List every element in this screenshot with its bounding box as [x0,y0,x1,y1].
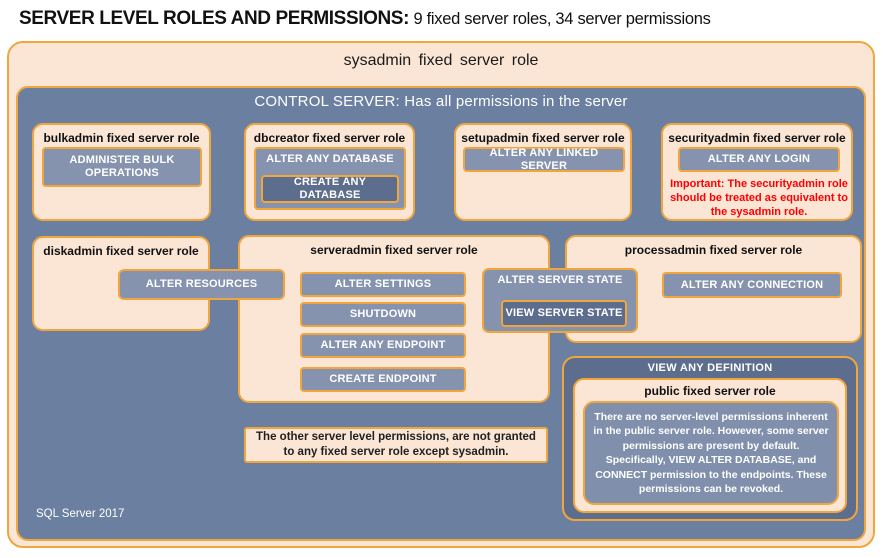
perm-alter-any-database-label: ALTER ANY DATABASE [266,153,394,165]
perm-administer-bulk-operations: ADMINISTER BULK OPERATIONS [42,147,202,187]
processadmin-role-title: processadmin fixed server role [624,243,803,257]
perm-alter-any-linked-server: ALTER ANY LINKED SERVER [463,147,625,172]
dbcreator-role-box: dbcreator fixed server role ALTER ANY DA… [244,123,415,221]
control-server-box: CONTROL SERVER: Has all permissions in t… [16,86,866,541]
page-title: SERVER LEVEL ROLES AND PERMISSIONS: 9 fi… [19,8,869,30]
view-any-definition-box: VIEW ANY DEFINITION public fixed server … [562,356,858,521]
perm-alter-server-state-label: ALTER SERVER STATE [497,274,623,286]
setupadmin-role-box: setupadmin fixed server role ALTER ANY L… [454,123,632,221]
securityadmin-role-box: securityadmin fixed server role ALTER AN… [661,123,853,221]
serveradmin-role-title: serveradmin fixed server role [310,243,478,257]
sysadmin-role-box: sysadmin fixed server role CONTROL SERVE… [7,41,875,548]
perm-view-server-state: VIEW SERVER STATE [501,300,627,327]
control-server-label: CONTROL SERVER: Has all permissions in t… [254,93,628,110]
perm-alter-any-endpoint: ALTER ANY ENDPOINT [300,333,466,358]
diskadmin-role-title: diskadmin fixed server role [43,244,199,258]
securityadmin-warning-text: Important: The securityadmin role should… [670,178,848,218]
public-role-box: public fixed server role There are no se… [573,378,847,513]
perm-alter-any-connection: ALTER ANY CONNECTION [662,272,842,298]
perm-shutdown: SHUTDOWN [300,302,466,327]
bulkadmin-role-title: bulkadmin fixed server role [43,131,200,145]
perm-alter-server-state: ALTER SERVER STATE VIEW SERVER STATE [482,268,638,333]
perm-alter-settings: ALTER SETTINGS [300,272,466,297]
public-role-title: public fixed server role [644,384,776,398]
page-title-sub: 9 fixed server roles, 34 server permissi… [413,10,711,28]
sysadmin-role-label: sysadmin fixed server role [343,52,539,69]
securityadmin-role-title: securityadmin fixed server role [668,131,846,145]
perm-create-endpoint: CREATE ENDPOINT [300,367,466,392]
perm-alter-any-login: ALTER ANY LOGIN [678,147,840,172]
perm-alter-resources: ALTER RESOURCES [118,269,285,300]
page-title-main: SERVER LEVEL ROLES AND PERMISSIONS: [19,8,410,29]
public-role-description: There are no server-level permissions in… [583,401,839,505]
view-any-definition-label: VIEW ANY DEFINITION [647,362,773,374]
other-permissions-note: The other server level permissions, are … [244,427,548,463]
bulkadmin-role-box: bulkadmin fixed server role ADMINISTER B… [32,123,211,221]
perm-create-any-database: CREATE ANY DATABASE [261,175,399,203]
perm-alter-any-database: ALTER ANY DATABASE CREATE ANY DATABASE [254,147,406,210]
dbcreator-role-title: dbcreator fixed server role [253,131,406,145]
sql-server-version-label: SQL Server 2017 [36,508,125,520]
setupadmin-role-title: setupadmin fixed server role [461,131,625,145]
